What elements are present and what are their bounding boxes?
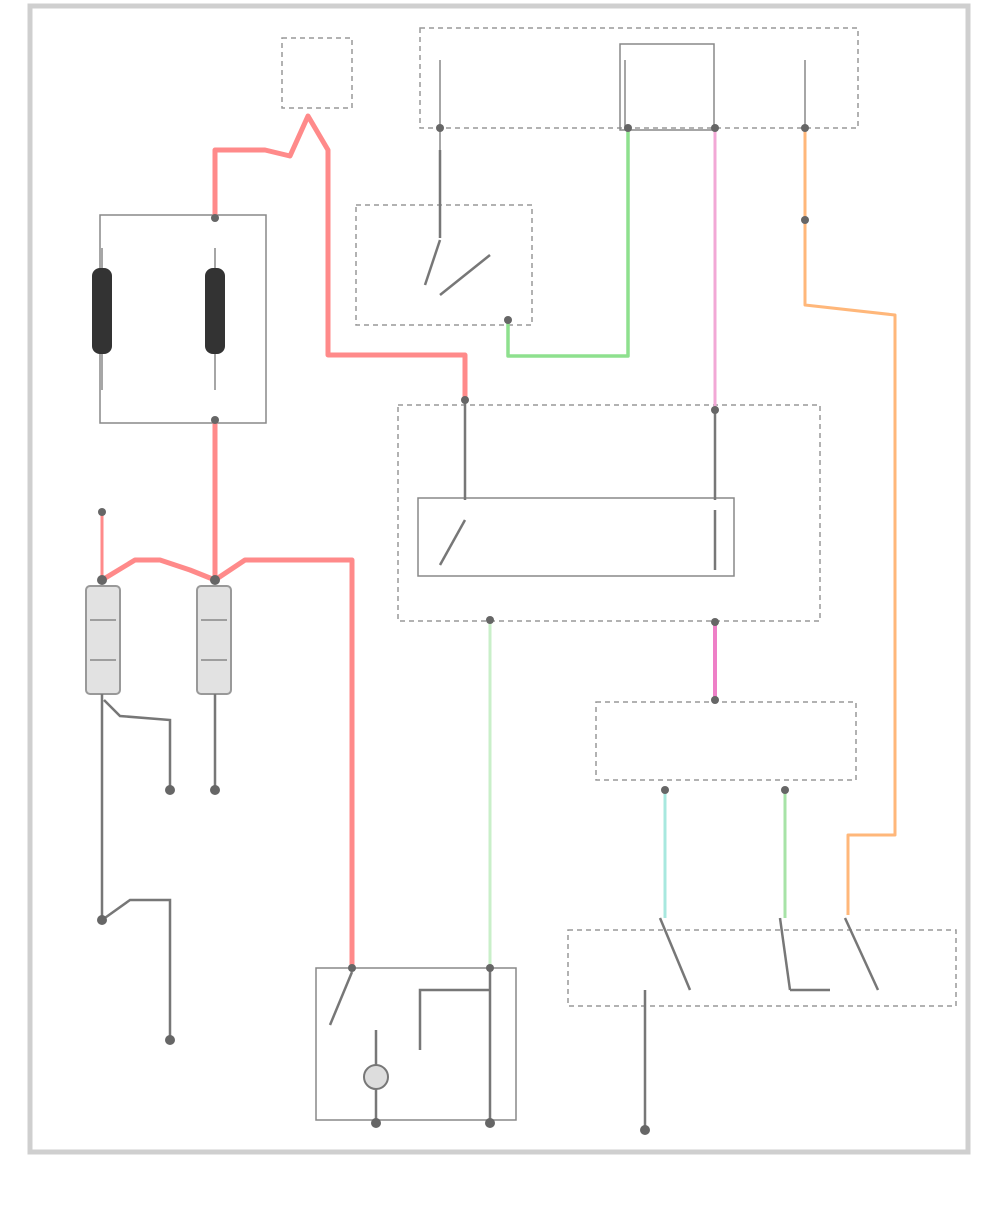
ground-2	[210, 785, 220, 795]
relay-output-node	[486, 616, 494, 624]
power-relay-input-node	[711, 696, 719, 704]
bottom-switch-group-box	[567, 929, 957, 1007]
motor-ground-1	[371, 1118, 381, 1128]
motor-input-node	[348, 964, 356, 972]
aux-connector-node	[98, 508, 106, 516]
motor-ground-2	[485, 1118, 495, 1128]
fuse-panel-black-node	[436, 124, 444, 132]
battery-1-ground-branch	[103, 699, 172, 790]
power-relay-out-2	[781, 786, 789, 794]
fusible-link-2	[205, 268, 225, 354]
top-left-component-box	[281, 37, 353, 109]
diagram-frame	[27, 3, 971, 1155]
ground-link-wire	[101, 898, 172, 1040]
bottom-switch-2	[778, 917, 792, 991]
battery-feed-wire-top	[212, 113, 468, 400]
relay-switch-arm	[438, 519, 467, 566]
relay-input-node	[461, 396, 469, 404]
orange-splice-node	[801, 216, 809, 224]
ignition-feed-wire	[506, 128, 630, 358]
motor-switch-arm	[328, 971, 354, 1026]
battery-2	[196, 585, 232, 695]
orange-feed-wire	[803, 130, 897, 915]
fusible-link-group-box	[99, 214, 267, 424]
battery-1-terminal	[97, 575, 107, 585]
inner-relay-box	[417, 497, 735, 577]
battery-to-motor-wire	[213, 557, 355, 968]
ground-3	[97, 915, 107, 925]
fuse-panel-pink-node	[711, 124, 719, 132]
bottom-motor-box	[315, 967, 517, 1121]
bottom-switch-1	[658, 917, 692, 991]
ground-1	[165, 785, 175, 795]
fusible-link-1	[92, 268, 112, 354]
ignition-switch-arm	[439, 254, 491, 296]
bottom-switch-3	[843, 917, 880, 991]
power-relay-box	[595, 701, 857, 781]
splice-node-1	[211, 214, 219, 222]
relay-pink-output-node	[711, 618, 719, 626]
splice-node-2	[211, 416, 219, 424]
battery-1	[85, 585, 121, 695]
power-relay-out-1	[661, 786, 669, 794]
battery-crossover-wire	[100, 557, 216, 583]
switch-1-ground	[640, 1125, 650, 1135]
top-relay-box	[619, 43, 715, 131]
motor-lamp	[363, 1064, 389, 1090]
top-fuse-panel-box	[419, 27, 859, 129]
motor-relay-node	[486, 964, 494, 972]
ground-4	[165, 1035, 175, 1045]
ignition-switch-contact	[423, 239, 442, 286]
relay-pink-input-node	[711, 406, 719, 414]
battery-2-terminal	[210, 575, 220, 585]
fuse-panel-green-node	[624, 124, 632, 132]
fuse-panel-orange-node	[801, 124, 809, 132]
ignition-switch-node	[504, 316, 512, 324]
ignition-switch-box	[355, 204, 533, 326]
central-relay-module-box	[397, 404, 821, 622]
